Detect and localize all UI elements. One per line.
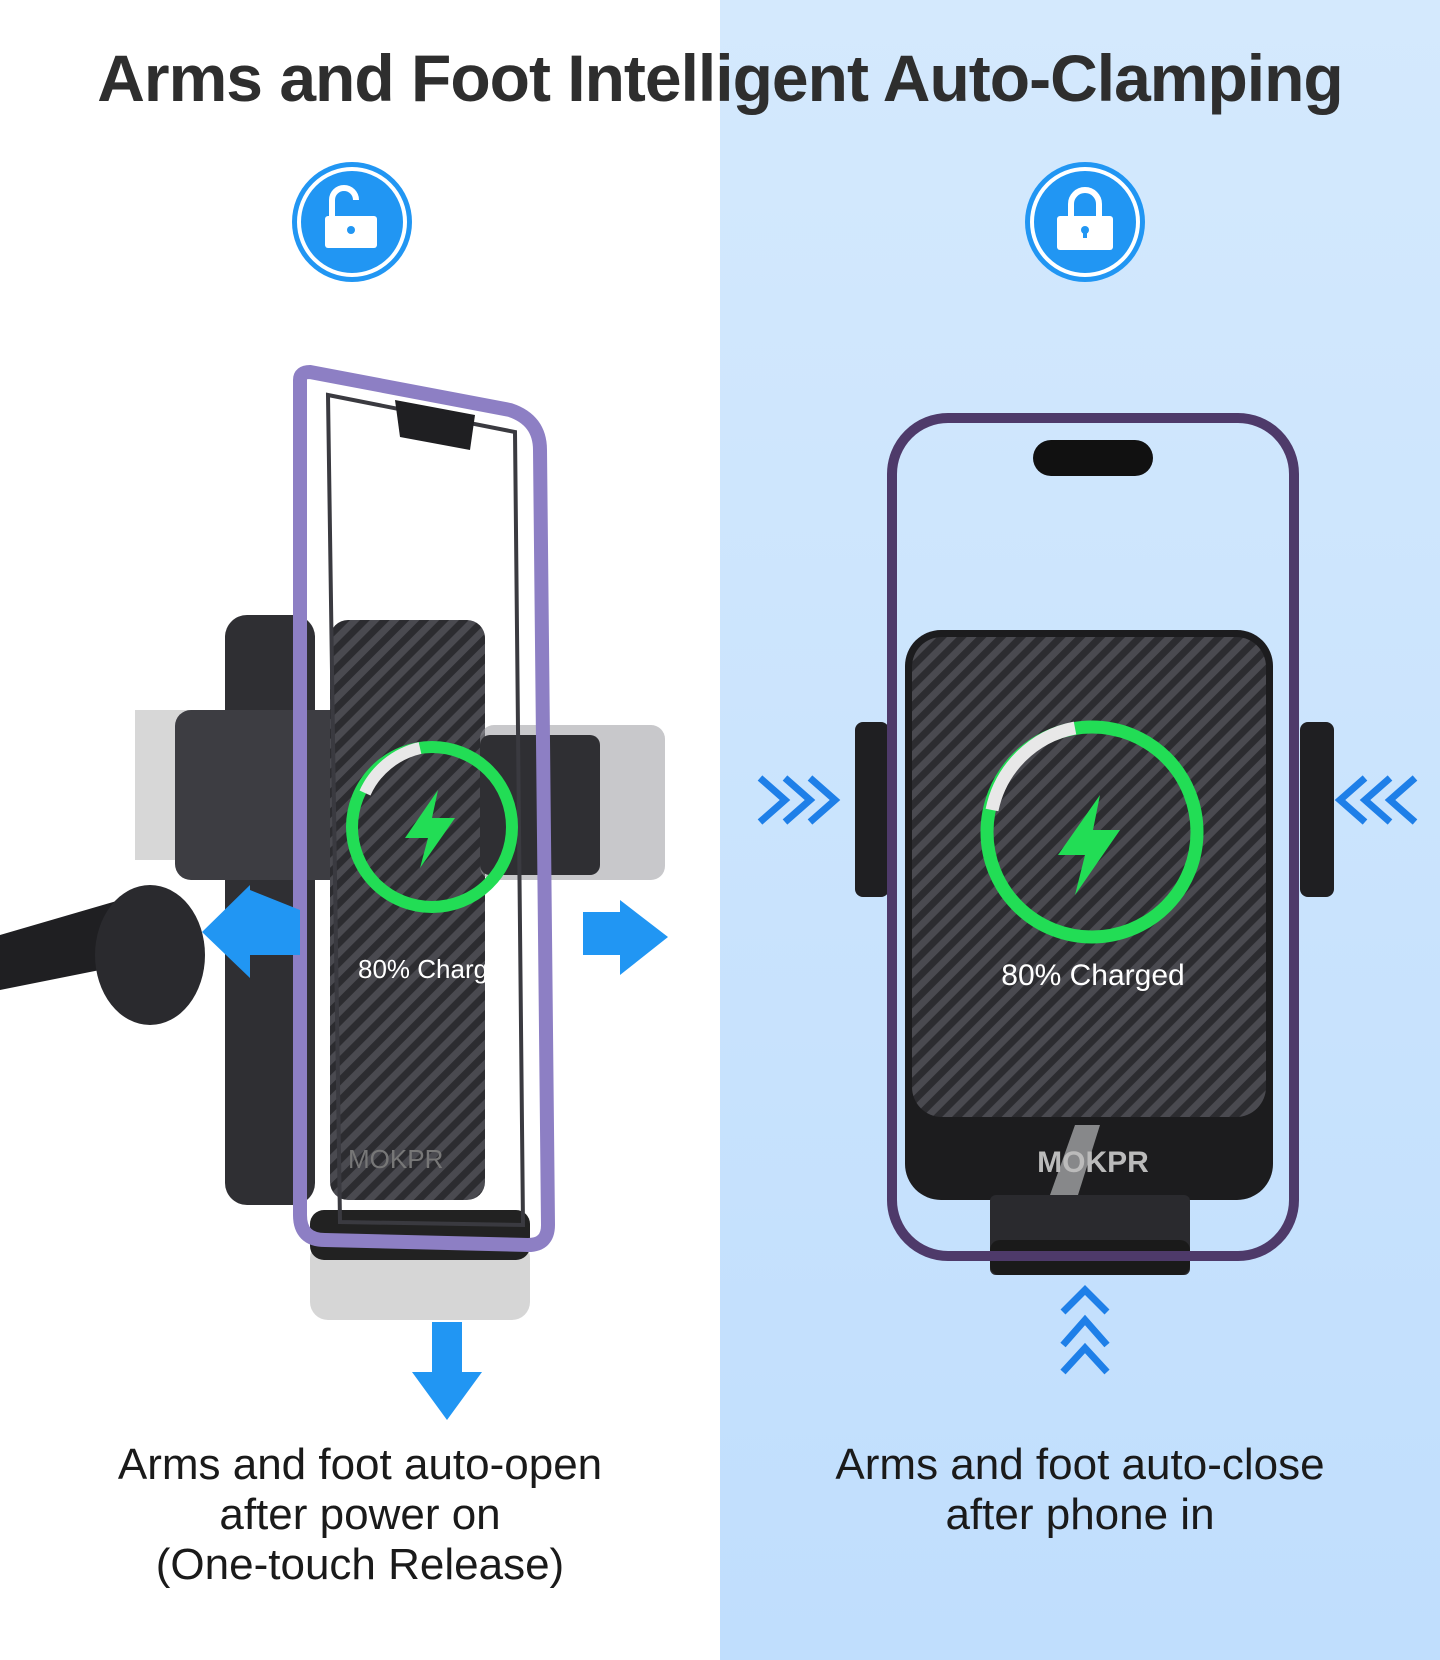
right-brand-logo: MOKPR (1037, 1146, 1149, 1179)
left-caption-line: Arms and foot auto-open (117, 1440, 603, 1489)
chevrons-left-icon (1334, 775, 1418, 825)
locked-padlock-icon (1025, 162, 1145, 282)
left-caption-line: (One-touch Release) (155, 1540, 565, 1589)
left-caption-line: after power on (219, 1490, 501, 1539)
right-caption-line: after phone in (945, 1490, 1215, 1539)
right-caption: Arms and foot auto-close after phone in (720, 1440, 1440, 1540)
right-charge-label: 80% Charged (1001, 959, 1184, 992)
chevrons-up-icon (1060, 1285, 1110, 1375)
arrow-left-icon (202, 885, 300, 978)
left-brand-logo: MOKPR (348, 1144, 443, 1174)
arrow-down-icon (412, 1322, 482, 1420)
left-phone-holder-illustration: 80% Charged MOKPR (0, 364, 668, 1420)
right-caption-line: Arms and foot auto-close (835, 1440, 1325, 1489)
unlocked-padlock-icon (292, 162, 412, 282)
left-caption: Arms and foot auto-open after power on (… (0, 1440, 720, 1590)
arrow-right-icon (583, 900, 668, 975)
chevrons-right-icon (757, 775, 841, 825)
page-title: Arms and Foot Intelligent Auto-Clamping (97, 41, 1344, 115)
left-charge-label: 80% Charged (358, 954, 517, 984)
right-phone-holder-illustration: 80% Charged MOKPR (757, 413, 1418, 1375)
